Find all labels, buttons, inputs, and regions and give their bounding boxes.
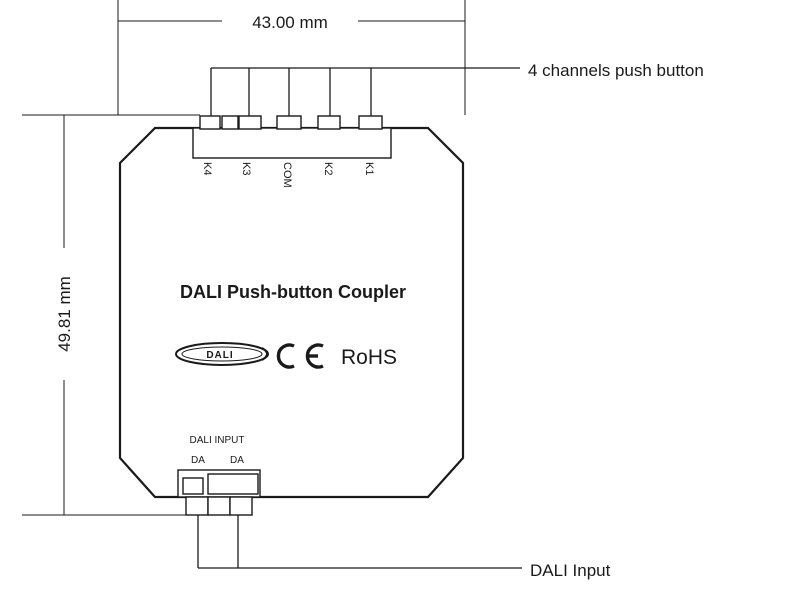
input-terminal-screw-left (182, 477, 204, 495)
push-button-callout: 4 channels push button (528, 61, 704, 80)
pin-label-k4: K4 (201, 162, 213, 175)
pin-label-k2: K2 (322, 162, 334, 175)
pin-label-k3: K3 (240, 162, 252, 175)
dali-logo-text: DALI (206, 350, 233, 361)
terminal-k1 (358, 115, 383, 130)
width-dimension: 43.00 mm (117, 0, 466, 115)
pin-labels: K4 K3 COM K2 K1 (201, 162, 375, 188)
dali-logo: DALI (175, 342, 269, 366)
terminal-k2 (317, 115, 341, 130)
dali-input-leads (197, 515, 522, 569)
terminal-k3-b (238, 115, 262, 130)
input-pin-label-left: DA (191, 455, 205, 466)
pin-label-k1: K1 (363, 162, 375, 175)
terminal-block-housing (192, 127, 392, 159)
width-dimension-label: 43.00 mm (252, 13, 328, 32)
terminal-com (276, 115, 302, 130)
height-dimension-label: 49.81 mm (55, 276, 74, 352)
rohs-mark: RoHS (341, 346, 397, 369)
dali-input-label: DALI INPUT (189, 435, 244, 446)
device-title: DALI Push-button Coupler (180, 282, 406, 302)
dali-input-terminal (177, 469, 261, 516)
input-terminal-pin-left (185, 496, 209, 516)
terminal-k3-a (221, 115, 239, 130)
push-button-terminal-block (192, 115, 392, 159)
push-button-leads (210, 67, 520, 116)
input-terminal-screw-right (207, 473, 259, 495)
ce-mark-icon (276, 343, 324, 369)
height-dimension: 49.81 mm (22, 114, 200, 516)
input-terminal-pin-mid (207, 496, 231, 516)
input-pin-label-right: DA (230, 455, 244, 466)
pin-label-com: COM (281, 162, 293, 188)
device-body (118, 126, 465, 499)
dali-input-callout: DALI Input (530, 561, 611, 580)
input-terminal-pin-right (229, 496, 253, 516)
terminal-k4 (199, 115, 221, 130)
